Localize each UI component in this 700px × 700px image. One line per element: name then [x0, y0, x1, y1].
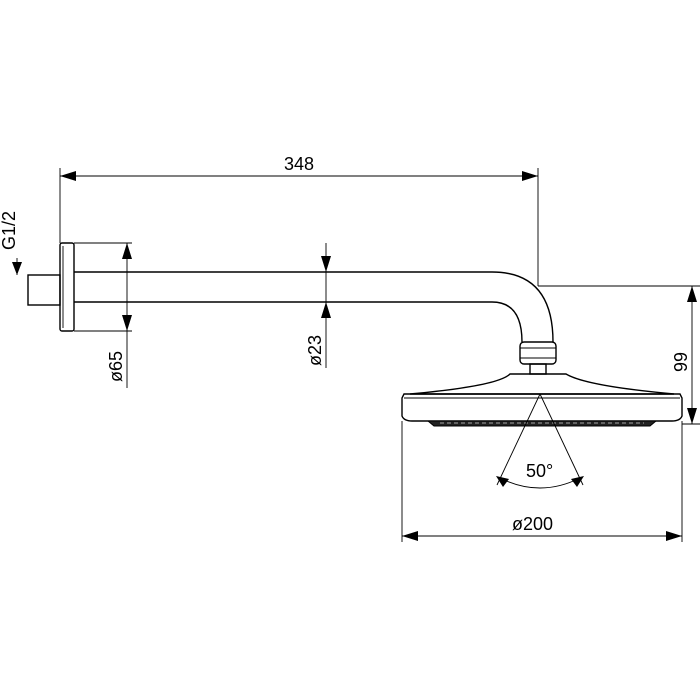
drop-height-label: 99: [671, 352, 691, 372]
thread-dimension: [12, 258, 22, 275]
pipe-diameter-label: ø23: [305, 335, 325, 366]
wall-flange: [59, 242, 75, 332]
flange-diameter-dimension: [74, 242, 132, 388]
arm-length-dimension: [59, 168, 539, 286]
head-diameter-label: ø200: [512, 514, 553, 534]
connector-nut: [519, 341, 557, 375]
drop-height-dimension: [538, 285, 700, 425]
arm-length-label: 348: [284, 154, 314, 174]
spray-angle-lines: [496, 393, 584, 489]
flange-diameter-label: ø65: [106, 351, 126, 382]
thread-label: G1/2: [0, 211, 19, 250]
head-diameter-dimension: [401, 421, 683, 542]
shower-arm-pipe: [74, 271, 554, 343]
spray-angle-label: 50°: [526, 461, 553, 481]
pipe-diameter-dimension: [321, 243, 331, 368]
thread-stub: [27, 274, 61, 306]
shower-head: [401, 373, 683, 427]
